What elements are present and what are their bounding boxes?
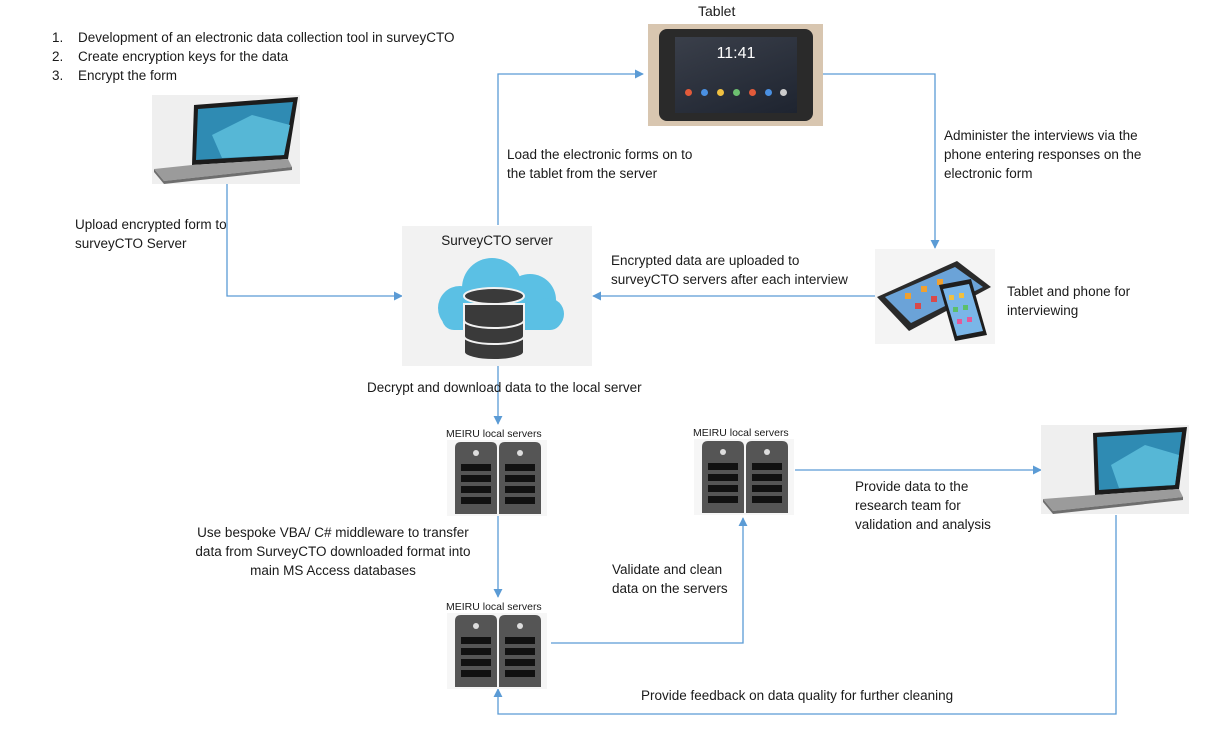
tablet-clock: 11:41 — [716, 45, 756, 62]
label-feedback: Provide feedback on data quality for fur… — [641, 688, 954, 703]
laptop-image — [152, 95, 300, 184]
server-rack-icon — [455, 442, 541, 514]
local-server-2-title: MEIRU local servers — [693, 427, 789, 439]
laptop-icon — [154, 97, 298, 184]
label-encrypted-upload: Encrypted data are uploaded to surveyCTO… — [611, 253, 848, 287]
tablet-title: Tablet — [698, 3, 736, 19]
server-rack-icon — [455, 615, 541, 687]
app-icons-row — [685, 89, 787, 97]
label-validate: Validate and clean data on the servers — [612, 562, 728, 596]
label-administer: Administer the interviews via the phone … — [944, 128, 1142, 181]
label-middleware: Use bespoke VBA/ C# middleware to transf… — [195, 525, 471, 578]
tablet-phone-icon — [877, 261, 991, 341]
label-upload-form: Upload encrypted form to surveyCTO Serve… — [75, 217, 227, 251]
arrow-local3-to-local2 — [551, 517, 748, 644]
step-item: 2.Create encryption keys for the data — [52, 49, 289, 64]
step-item: 1.Development of an electronic data coll… — [52, 30, 455, 45]
tablet-screen: 11:41 — [675, 37, 797, 113]
laptop-icon — [1043, 427, 1187, 514]
arrow-laptop-to-server — [226, 183, 403, 301]
local-server-3 — [447, 613, 547, 689]
local-server-2 — [694, 439, 794, 515]
tablet-phone-image — [875, 249, 995, 344]
step-item: 3.Encrypt the form — [52, 68, 178, 83]
server-rack-icon — [702, 441, 788, 513]
local-server-1-title: MEIRU local servers — [446, 428, 542, 440]
arrow-tablet-to-devices — [822, 73, 940, 249]
steps-list: 1.Development of an electronic data coll… — [52, 28, 454, 85]
local-server-1 — [447, 440, 547, 516]
server-title: SurveyCTO server — [441, 233, 553, 248]
tablet-body: 11:41 — [659, 29, 813, 121]
surveycto-server-box: SurveyCTO server — [402, 226, 592, 366]
local-server-3-title: MEIRU local servers — [446, 601, 542, 613]
label-load-forms: Load the electronic forms on to the tabl… — [507, 147, 693, 181]
research-laptop-image — [1041, 425, 1189, 514]
devices-label: Tablet and phone for interviewing — [1007, 284, 1131, 318]
arrow-laptop-feedback — [493, 515, 1117, 715]
label-decrypt: Decrypt and download data to the local s… — [367, 380, 642, 395]
cloud-database-icon — [438, 258, 564, 361]
arrow-server-to-tablet — [497, 69, 644, 225]
tablet-image: 11:41 — [648, 24, 823, 126]
label-provide: Provide data to the research team for va… — [855, 479, 991, 532]
